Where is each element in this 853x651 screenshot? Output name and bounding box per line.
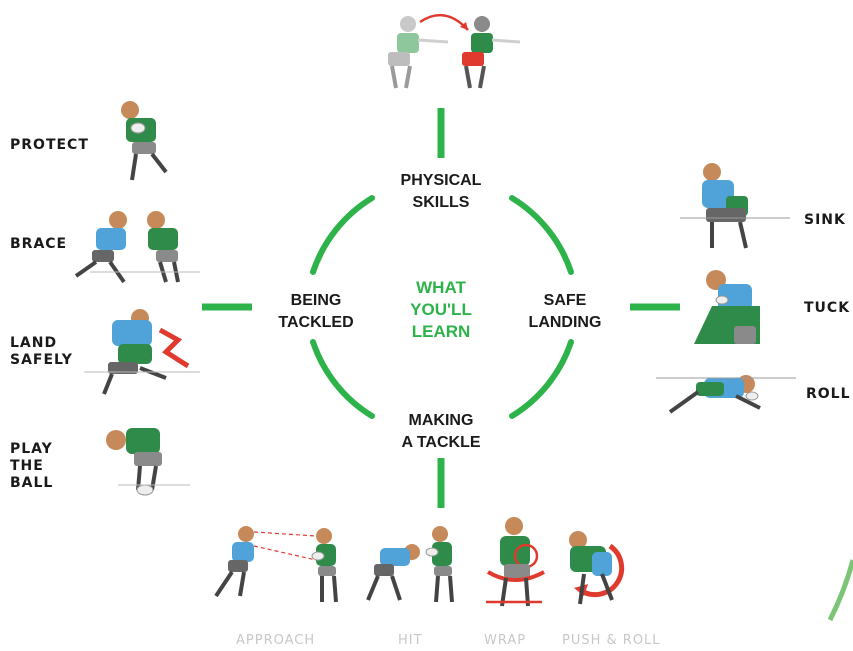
brace-illustration xyxy=(74,211,200,284)
approach-illustration xyxy=(214,526,338,603)
decorative-swoosh xyxy=(827,559,853,622)
push-and-roll-illustration xyxy=(569,531,625,605)
protect-illustration xyxy=(121,101,168,181)
hub-making-a-tackle: MAKING A TACKLE xyxy=(376,410,506,454)
ring-arc-bottom-left xyxy=(310,339,375,419)
center-title: WHAT YOU'LL LEARN xyxy=(391,277,491,343)
roll-illustration xyxy=(656,375,796,414)
hub-safe-landing-line1: SAFE xyxy=(543,292,587,309)
hub-being-tackled-line1: BEING xyxy=(290,292,342,309)
center-title-line1: WHAT xyxy=(416,278,466,297)
skill-label-approach: APPROACH xyxy=(236,633,316,648)
play-the-ball-illustration xyxy=(106,428,190,496)
hub-safe-landing: SAFE LANDING xyxy=(520,290,610,334)
center-title-line2: YOU'LL xyxy=(410,300,472,319)
skill-label-play-the-ball: PLAY THE BALL xyxy=(10,441,54,491)
skill-label-protect: PROTECT xyxy=(10,137,89,153)
ring-arc-top-right xyxy=(509,195,574,275)
skill-label-tuck: TUCK xyxy=(804,300,851,316)
connectors xyxy=(202,108,680,508)
skill-label-roll: ROLL xyxy=(806,386,851,402)
skill-label-land-safely: LAND SAFELY xyxy=(10,335,73,368)
hub-being-tackled: BEING TACKLED xyxy=(270,290,362,334)
skill-label-sink: SINK xyxy=(804,212,846,228)
squat-illustration xyxy=(388,13,521,89)
wrap-illustration xyxy=(486,517,545,607)
ring-arc-top-left xyxy=(310,195,375,275)
sink-illustration xyxy=(680,163,790,249)
hub-making-a-tackle-line1: MAKING xyxy=(408,412,474,429)
hit-illustration xyxy=(366,526,454,603)
tuck-illustration xyxy=(694,270,760,344)
hub-safe-landing-line2: LANDING xyxy=(528,314,602,331)
hub-physical-skills-line2: SKILLS xyxy=(412,194,470,211)
skill-label-push-and-roll: PUSH & ROLL xyxy=(562,633,661,648)
hub-making-a-tackle-line2: A TACKLE xyxy=(401,434,481,451)
ring xyxy=(310,195,574,419)
land-safely-illustration xyxy=(84,309,200,395)
skill-label-brace: BRACE xyxy=(10,236,68,252)
ring-arc-bottom-right xyxy=(509,339,574,419)
skill-label-hit: HIT xyxy=(398,633,423,648)
skill-label-wrap: WRAP xyxy=(484,633,527,648)
center-title-line3: LEARN xyxy=(411,322,471,341)
hub-being-tackled-line2: TACKLED xyxy=(278,314,354,331)
hub-physical-skills: PHYSICAL SKILLS xyxy=(376,170,506,214)
hub-physical-skills-line1: PHYSICAL xyxy=(400,172,482,189)
